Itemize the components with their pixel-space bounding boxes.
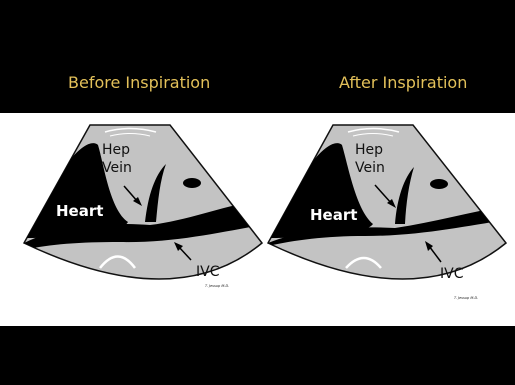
label-hep-after: Hep xyxy=(355,142,383,158)
before-panel: Hep Vein Heart IVC T. Jessup M.D. xyxy=(24,125,262,288)
credit-after: T. Jessup M.D. xyxy=(454,296,478,300)
label-ivc-before: IVC xyxy=(196,264,220,280)
after-panel: Hep Vein Heart IVC T. Jessup M.D. xyxy=(268,125,506,300)
label-hep-before: Hep xyxy=(102,142,130,158)
label-heart-before: Heart xyxy=(56,202,103,220)
label-vein-before: Vein xyxy=(102,160,132,176)
label-ivc-after: IVC xyxy=(440,266,464,282)
label-vein-after: Vein xyxy=(355,160,385,176)
credit-before: T. Jessup M.D. xyxy=(205,284,229,288)
small-vessel-after xyxy=(430,179,448,189)
panel-title-after: After Inspiration xyxy=(339,73,467,92)
panel-title-before: Before Inspiration xyxy=(68,73,210,92)
small-vessel-before xyxy=(183,178,201,188)
label-heart-after: Heart xyxy=(310,206,357,224)
